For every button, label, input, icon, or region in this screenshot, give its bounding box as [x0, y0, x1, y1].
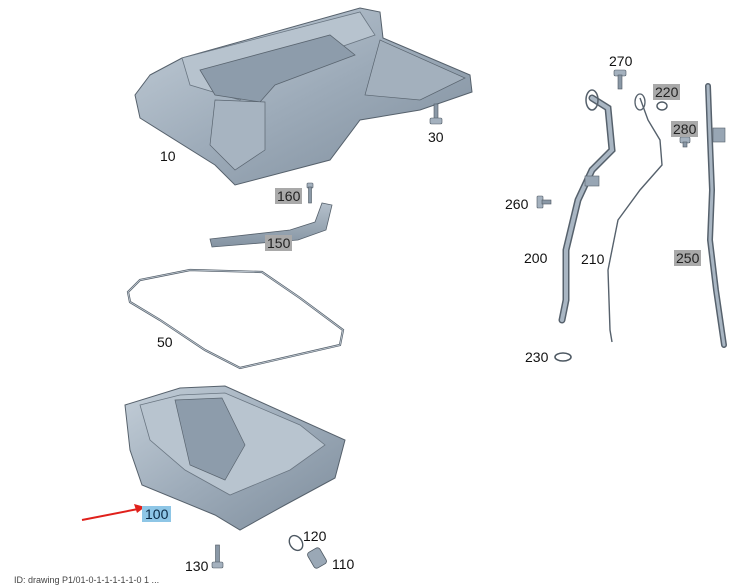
label-270[interactable]: 270	[609, 53, 633, 69]
label-150[interactable]: 150	[265, 235, 293, 251]
label-230[interactable]: 230	[525, 349, 549, 365]
drain-plug-part-110[interactable]	[306, 547, 327, 570]
seal-ring-part-230[interactable]	[554, 352, 572, 362]
label-250[interactable]: 250	[674, 250, 702, 266]
o-ring-part-220[interactable]	[656, 101, 668, 111]
upper-oil-pan-part-10[interactable]	[134, 7, 473, 186]
oil-pickup-part-150[interactable]	[209, 202, 333, 248]
label-220[interactable]: 220	[653, 84, 681, 100]
seal-ring-part-120[interactable]	[286, 533, 305, 553]
bolt-part-160[interactable]	[306, 182, 314, 204]
label-260[interactable]: 260	[505, 196, 529, 212]
label-30[interactable]: 30	[428, 129, 444, 145]
bolt-part-270[interactable]	[613, 69, 627, 90]
label-10[interactable]: 10	[160, 148, 176, 164]
label-210[interactable]: 210	[581, 251, 605, 267]
label-130[interactable]: 130	[185, 558, 209, 574]
label-50[interactable]: 50	[157, 334, 173, 350]
label-280[interactable]: 280	[671, 121, 699, 137]
bolt-part-30[interactable]	[429, 103, 443, 125]
red-arrow-icon	[81, 504, 145, 521]
dipstick-guide-tube-part-200[interactable]	[558, 89, 616, 324]
label-110[interactable]: 110	[332, 556, 355, 572]
lower-oil-pan-part-100[interactable]	[124, 385, 346, 531]
gasket-part-50[interactable]	[126, 268, 345, 370]
guide-tube-part-250[interactable]	[705, 83, 727, 348]
label-120[interactable]: 120	[303, 528, 327, 544]
label-200[interactable]: 200	[524, 250, 548, 266]
bolt-part-260[interactable]	[536, 195, 552, 209]
footer-caption: ID: drawing P1/01-0-1-1-1-1-1-0 1 ...	[14, 575, 160, 585]
bolt-part-280[interactable]	[679, 136, 691, 148]
bolt-part-130[interactable]	[211, 544, 224, 569]
label-160[interactable]: 160	[275, 188, 303, 204]
dipstick-part-210[interactable]	[607, 93, 663, 343]
label-100[interactable]: 100	[142, 506, 172, 522]
